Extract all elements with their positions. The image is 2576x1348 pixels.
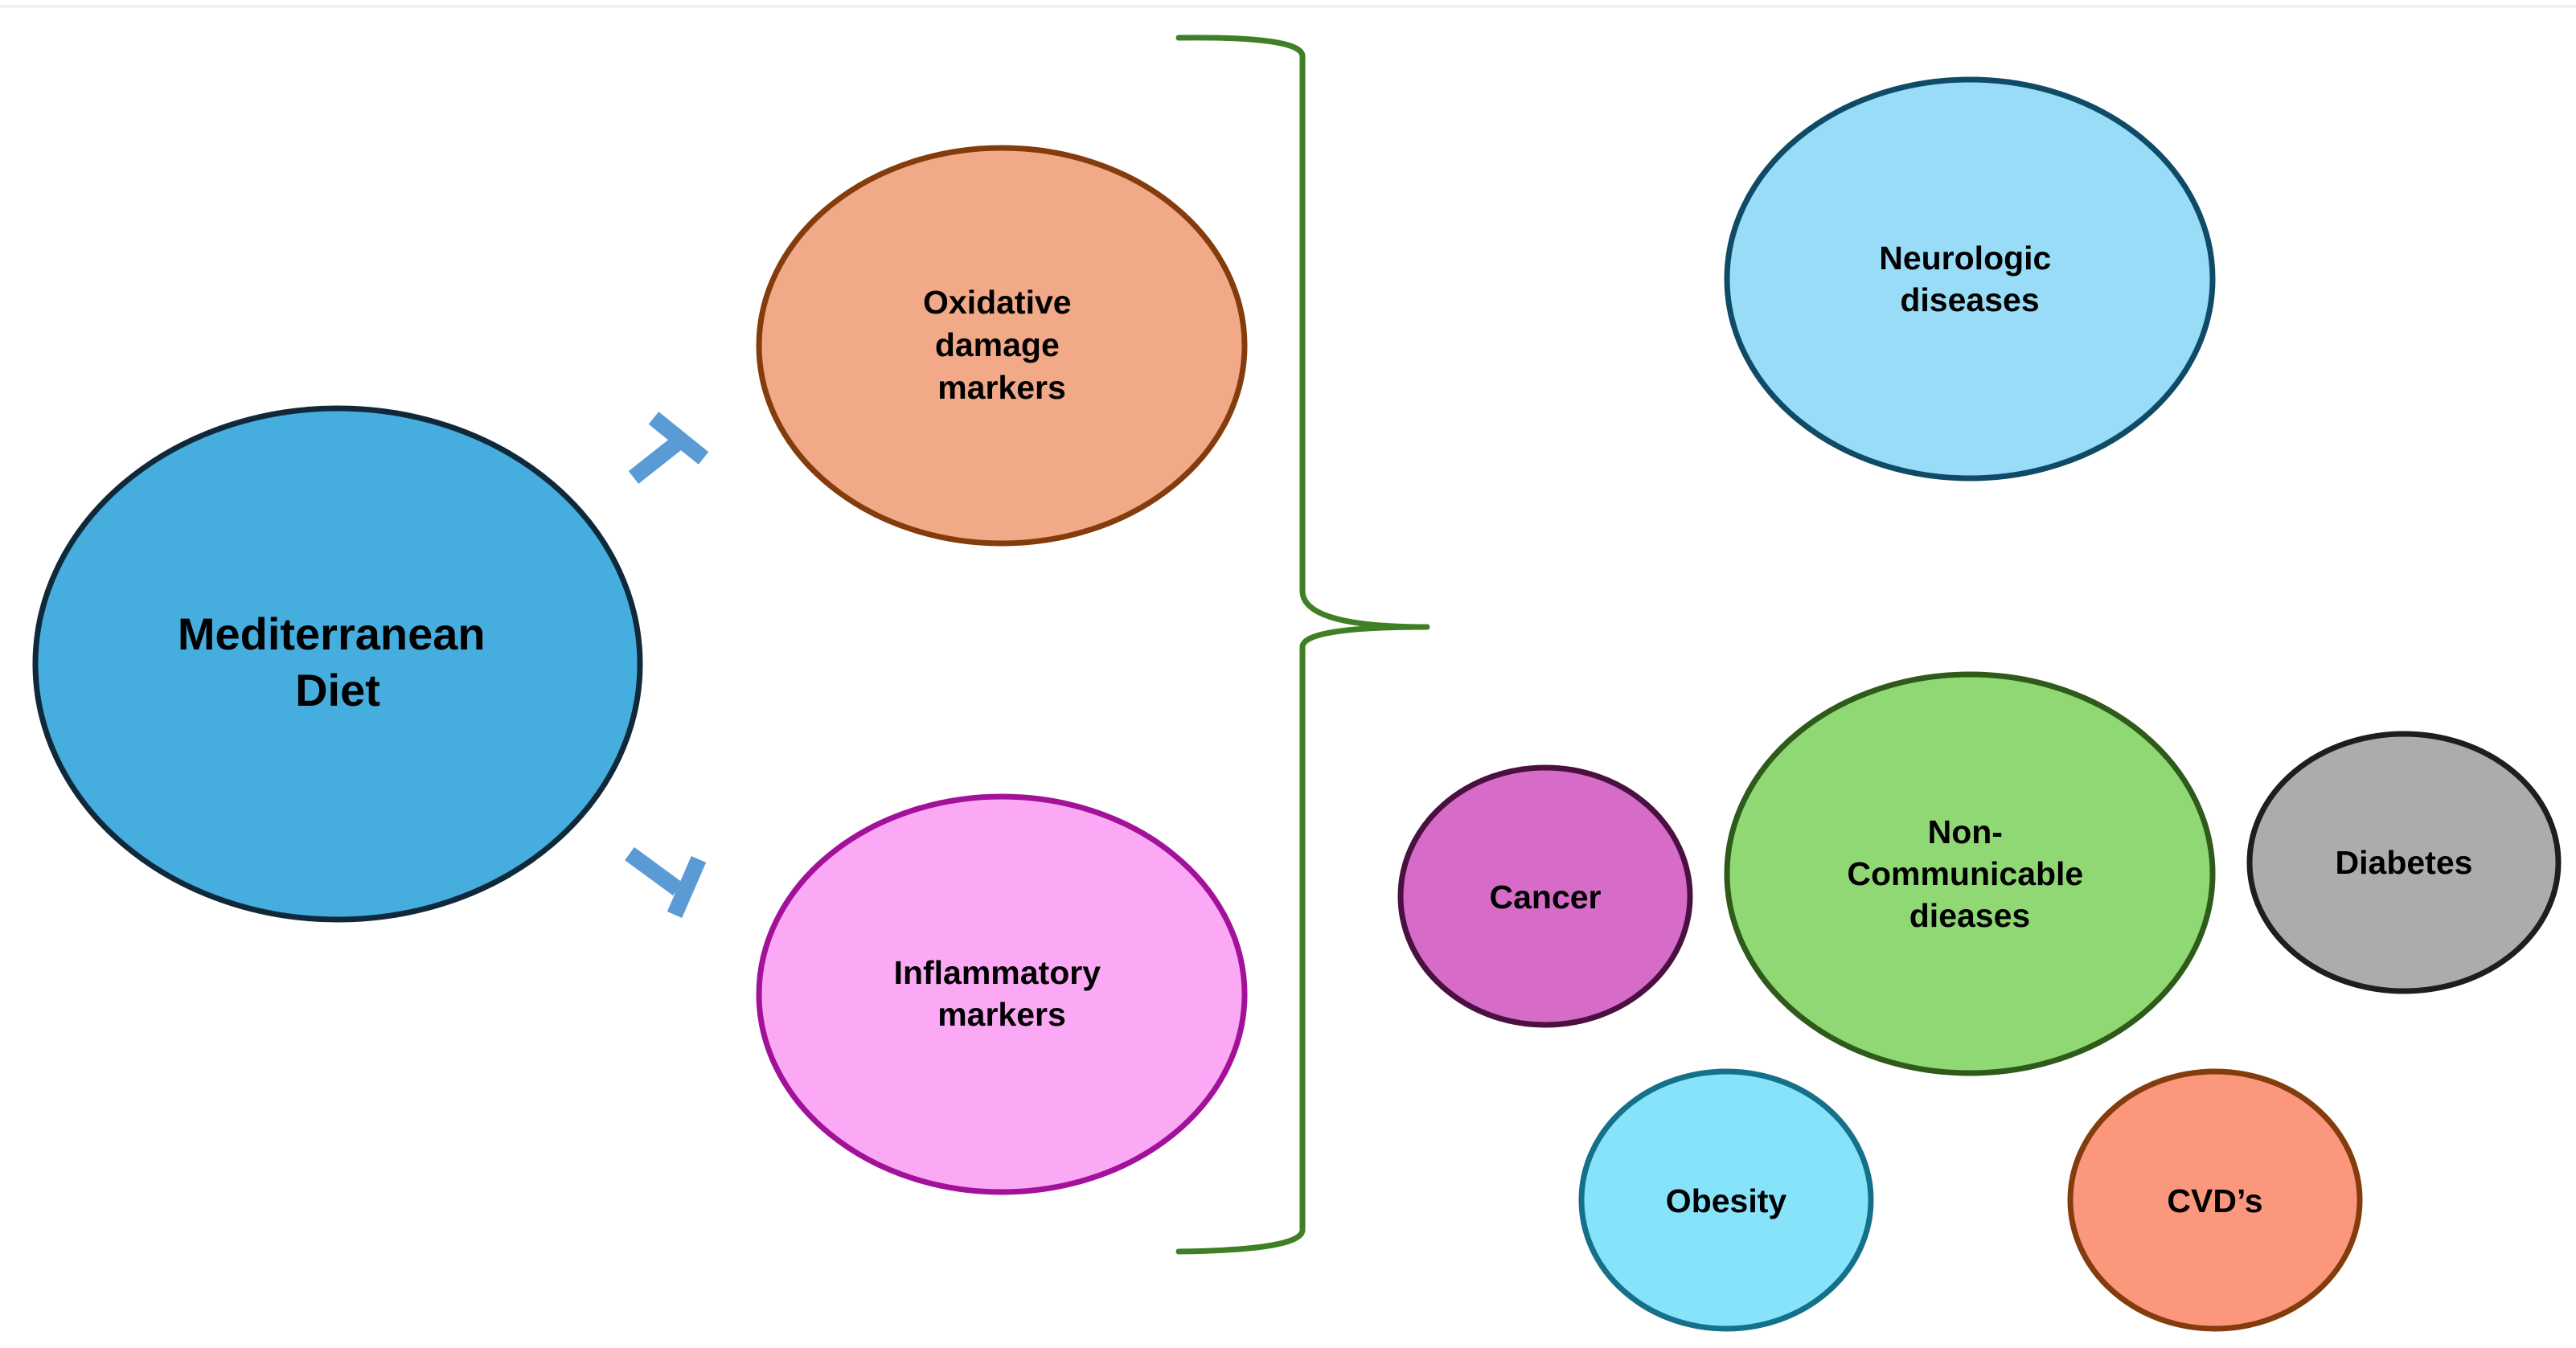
obesity-label: Obesity bbox=[1666, 1182, 1787, 1219]
cvds-label: CVD’s bbox=[2167, 1182, 2262, 1219]
mediterranean-diet-label-line-2: Diet bbox=[295, 665, 380, 715]
svg-text:Cancer: Cancer bbox=[1489, 879, 1601, 916]
inhibitor-arrow-upper bbox=[628, 412, 709, 484]
inhibitor-arrow-lower bbox=[625, 846, 707, 918]
node-cvds: CVD’s bbox=[2067, 1068, 2363, 1332]
ncd-label-line-2: Communicable bbox=[1847, 855, 2083, 892]
svg-text:Non- Communicable: Non- Communicable dieases bbox=[1847, 813, 2092, 934]
svg-text:Neurologic diseases: Neurologic diseases bbox=[1879, 240, 2061, 318]
svg-text:Mediterranean Diet: Mediterranean Diet bbox=[178, 608, 498, 715]
svg-text:Inflammatory markers: Inflammatory markers bbox=[894, 954, 1110, 1033]
cancer-label: Cancer bbox=[1489, 879, 1601, 916]
ncd-label-line-3: dieases bbox=[1909, 897, 2030, 934]
neurologic-label-line-1: Neurologic bbox=[1879, 240, 2051, 277]
inflammatory-label-line-1: Inflammatory bbox=[894, 954, 1101, 991]
oxidative-label-line-2: damage bbox=[935, 326, 1060, 363]
oxidative-damage-markers-ellipse bbox=[756, 145, 1248, 547]
non-communicable-dieases-ellipse bbox=[1724, 671, 2216, 1076]
diabetes-label: Diabetes bbox=[2336, 844, 2473, 881]
svg-text:CVD’s: CVD’s bbox=[2167, 1182, 2262, 1219]
mediterranean-diet-ellipse bbox=[32, 405, 643, 923]
node-oxidative-damage-markers: Oxidative damage markers bbox=[756, 145, 1248, 547]
cvds-ellipse bbox=[2067, 1068, 2363, 1332]
cancer-ellipse bbox=[1397, 764, 1693, 1028]
neurologic-diseases-ellipse bbox=[1724, 76, 2216, 481]
obesity-ellipse bbox=[1578, 1068, 1874, 1332]
neurologic-label-line-2: diseases bbox=[1900, 281, 2039, 318]
svg-text:Oxidative damage m: Oxidative damage markers bbox=[923, 284, 1081, 406]
svg-text:Diabetes: Diabetes bbox=[2336, 844, 2473, 881]
oxidative-label-line-1: Oxidative bbox=[923, 284, 1072, 321]
inflammatory-markers-ellipse bbox=[756, 793, 1248, 1195]
node-diabetes: Diabetes bbox=[2246, 731, 2562, 994]
node-non-communicable-dieases: Non- Communicable dieases bbox=[1724, 671, 2216, 1076]
curly-brace bbox=[1175, 35, 1430, 1255]
mediterranean-diet-label-line-1: Mediterranean bbox=[178, 608, 486, 659]
diabetes-ellipse bbox=[2246, 731, 2562, 994]
node-mediterranean-diet: Mediterranean Diet bbox=[32, 405, 643, 923]
node-cancer: Cancer bbox=[1397, 764, 1693, 1028]
ncd-label-line-1: Non- bbox=[1928, 813, 2003, 850]
node-obesity: Obesity bbox=[1578, 1068, 1874, 1332]
svg-text:Obesity: Obesity bbox=[1666, 1182, 1787, 1219]
node-inflammatory-markers: Inflammatory markers bbox=[756, 793, 1248, 1195]
inflammatory-label-line-2: markers bbox=[937, 996, 1066, 1033]
oxidative-label-line-3: markers bbox=[937, 369, 1066, 406]
node-neurologic-diseases: Neurologic diseases bbox=[1724, 76, 2216, 481]
